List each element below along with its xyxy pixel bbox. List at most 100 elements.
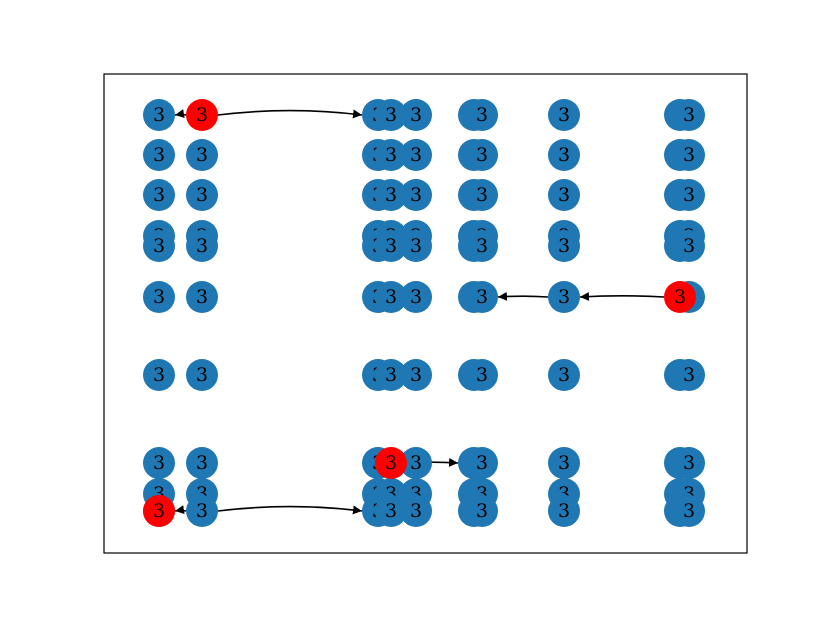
node-label: 3	[196, 364, 208, 386]
graph-node: 3	[548, 495, 580, 527]
node-label: 3	[410, 104, 422, 126]
graph-edge	[497, 291, 549, 301]
node-label: 3	[410, 286, 422, 308]
node-circle	[186, 139, 218, 171]
graph-node: 3	[143, 99, 175, 131]
node-label: 3	[476, 104, 488, 126]
node-circle	[673, 447, 705, 479]
node-label: 3	[196, 184, 208, 206]
graph-node: 3	[143, 230, 175, 262]
node-label: 3	[410, 364, 422, 386]
node-circle	[673, 179, 705, 211]
node-label: 3	[683, 364, 695, 386]
node-label: 3	[410, 144, 422, 166]
graph-node: 3	[186, 230, 218, 262]
node-label: 3	[196, 144, 208, 166]
highlighted-node: 3	[375, 447, 407, 479]
node-label: 3	[683, 184, 695, 206]
graph-edge	[579, 292, 665, 301]
node-label: 3	[476, 500, 488, 522]
node-circle	[186, 495, 218, 527]
node-label: 3	[410, 500, 422, 522]
graph-node: 3	[548, 281, 580, 313]
node-label: 3	[153, 184, 165, 206]
node-circle	[186, 99, 218, 131]
node-circle	[548, 359, 580, 391]
node-circle	[143, 99, 175, 131]
node-circle	[186, 447, 218, 479]
graph-node: 3	[143, 359, 175, 391]
node-circle	[466, 139, 498, 171]
graph-node: 3	[375, 230, 407, 262]
node-label: 3	[558, 452, 570, 474]
node-label: 3	[385, 286, 397, 308]
graph-node: 3	[466, 99, 498, 131]
node-circle	[466, 179, 498, 211]
node-label: 3	[683, 144, 695, 166]
node-label: 3	[385, 144, 397, 166]
node-circle	[664, 281, 696, 313]
graph-node: 3	[673, 230, 705, 262]
node-circle	[548, 179, 580, 211]
graph-node: 3	[673, 179, 705, 211]
graph-node: 3	[143, 281, 175, 313]
highlighted-node: 3	[143, 495, 175, 527]
node-circle	[400, 447, 432, 479]
node-label: 3	[196, 500, 208, 522]
node-circle	[466, 359, 498, 391]
graph-node: 3	[143, 139, 175, 171]
graph-node: 3	[466, 139, 498, 171]
node-circle	[375, 99, 407, 131]
node-circle	[466, 495, 498, 527]
graph-node: 3	[548, 139, 580, 171]
node-label: 3	[196, 235, 208, 257]
graph-node: 3	[375, 281, 407, 313]
node-circle	[400, 359, 432, 391]
node-label: 3	[476, 286, 488, 308]
node-circle	[375, 447, 407, 479]
graph-node: 3	[186, 359, 218, 391]
node-label: 3	[683, 104, 695, 126]
node-circle	[548, 495, 580, 527]
node-label: 3	[476, 452, 488, 474]
graph-node: 3	[186, 495, 218, 527]
node-label: 3	[476, 364, 488, 386]
node-label: 3	[153, 104, 165, 126]
graph-edge	[217, 505, 363, 515]
node-circle	[375, 281, 407, 313]
node-circle	[375, 359, 407, 391]
node-label: 3	[558, 144, 570, 166]
node-label: 3	[683, 235, 695, 257]
node-label: 3	[558, 104, 570, 126]
node-label: 3	[683, 452, 695, 474]
node-label: 3	[683, 500, 695, 522]
node-label: 3	[558, 364, 570, 386]
graph-node: 3	[548, 359, 580, 391]
node-circle	[548, 230, 580, 262]
node-circle	[400, 139, 432, 171]
graph-node: 3	[466, 359, 498, 391]
graph-edge	[217, 109, 363, 119]
node-label: 3	[385, 235, 397, 257]
graph-node: 3	[400, 139, 432, 171]
node-circle	[143, 495, 175, 527]
graph-node: 3	[400, 230, 432, 262]
node-circle	[143, 139, 175, 171]
graph-node: 3	[466, 230, 498, 262]
node-label: 3	[385, 364, 397, 386]
node-circle	[548, 447, 580, 479]
node-circle	[375, 179, 407, 211]
graph-node: 3	[375, 359, 407, 391]
node-label: 3	[674, 286, 686, 308]
node-label: 3	[476, 235, 488, 257]
node-label: 3	[153, 235, 165, 257]
node-circle	[143, 359, 175, 391]
node-label: 3	[410, 452, 422, 474]
node-circle	[548, 99, 580, 131]
node-circle	[400, 179, 432, 211]
graph-node: 3	[400, 179, 432, 211]
node-circle	[186, 359, 218, 391]
node-circle	[400, 99, 432, 131]
